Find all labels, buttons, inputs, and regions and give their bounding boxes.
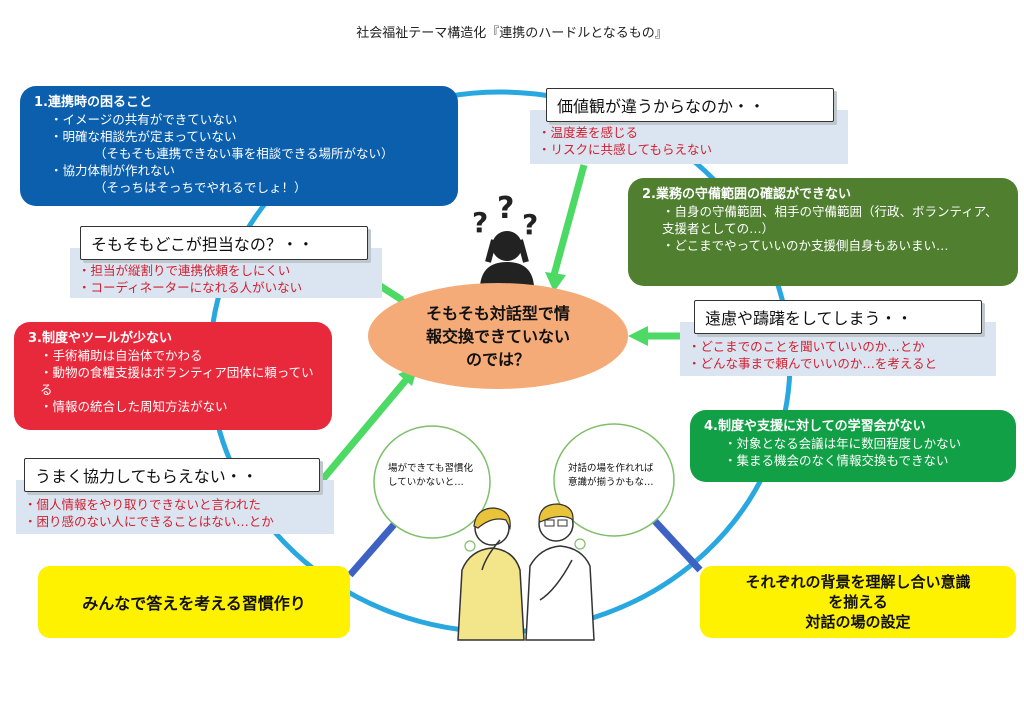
cooperation-question-box: うまく協力してもらえない・・ — [24, 458, 320, 492]
study-heading: 4.制度や支援に対しての学習会がない — [704, 419, 926, 434]
right-bubble-text: 対話の場を作れれば 意識が揃うかもな… — [568, 462, 664, 490]
tools-heading: 3.制度やツールが少ない — [28, 331, 172, 346]
scope-item: ・どこまでやっていいのか支援側自身もあいまい… — [662, 238, 949, 253]
left-bubble-line: 場ができても習慣化 — [388, 463, 474, 474]
thinking-man-icon — [525, 503, 595, 641]
difficulty-item: （そもそも連携できない事を相談できる場所がない） — [94, 146, 394, 161]
central-question: そもそも対話型で情 報交換できていない のでは？ — [368, 283, 628, 389]
svg-text:?: ? — [497, 191, 514, 226]
dialogue-solution-line: を揃える — [828, 593, 888, 611]
values-question-box: 価値観が違うからなのか・・ — [546, 88, 834, 122]
left-bubble-text: 場ができても習慣化 していかないと… — [388, 462, 480, 490]
svg-text:?: ? — [472, 206, 488, 239]
study-box: 4.制度や支援に対しての学習会がない ・対象となる会議は年に数回程度しかない ・… — [690, 410, 1016, 482]
cooperation-note: ・個人情報をやり取りできないと言われた — [24, 497, 261, 512]
hesitation-question-box: 遠慮や躊躇をしてしまう・・ — [694, 300, 982, 334]
central-question-line: のでは？ — [465, 349, 530, 369]
responsibility-note: ・コーディネーターになれる人がいない — [78, 280, 303, 295]
habit-solution-box: みんなで答えを考える習慣作り — [38, 566, 350, 638]
thinking-woman-icon — [457, 507, 525, 641]
responsibility-note: ・担当が縦割りで連携依頼をしにくい — [78, 263, 291, 278]
central-question-line: 報交換できていない — [425, 326, 570, 346]
difficulties-heading: 1.連携時の困ること — [34, 95, 152, 110]
difficulty-item: ・協力体制が作れない — [50, 163, 176, 178]
question-person-icon: ? ? ? — [472, 191, 538, 286]
left-bubble-line: していかないと… — [388, 477, 464, 488]
arrow-from-values — [545, 164, 588, 292]
study-item: ・集まる機会のなく情報交換もできない — [724, 453, 949, 468]
difficulty-item: ・明確な相談先が定まっていない — [50, 129, 237, 144]
values-note: ・リスクに共感してもらえない — [538, 142, 713, 157]
right-bubble-line: 意識が揃うかもな… — [568, 477, 654, 488]
thought-bubble-right — [553, 423, 675, 562]
dialogue-solution-line: 対話の場の設定 — [805, 613, 911, 631]
svg-text:?: ? — [522, 208, 538, 241]
cooperation-note: ・困り感のない人にできることはない…とか — [24, 514, 274, 529]
scope-box: 2.業務の守備範囲の確認ができない ・自身の守備範囲、相手の守備範囲（行政、ボラ… — [628, 178, 1018, 286]
tools-box: 3.制度やツールが少ない ・手術補助は自治体でかわる ・動物の食糧支援はボランテ… — [14, 322, 332, 430]
tools-item: ・情報の統合した周知方法がない — [40, 399, 228, 414]
scope-item: ・自身の守備範囲、相手の守備範囲（行政、ボランティア、支援者としての…） — [662, 204, 998, 236]
dialogue-solution-box: それぞれの背景を理解し合い意識 を揃える 対話の場の設定 — [700, 566, 1016, 638]
difficulties-box: 1.連携時の困ること ・イメージの共有ができていない ・明確な相談先が定まってい… — [20, 86, 458, 206]
central-question-line: そもそも対話型で情 — [426, 303, 570, 323]
hesitation-note: ・どこまでのことを聞いていいのか…とか — [688, 339, 925, 354]
dialogue-solution-line: それぞれの背景を理解し合い意識 — [745, 573, 971, 591]
tools-item: ・手術補助は自治体でかわる — [40, 348, 203, 363]
right-bubble-line: 対話の場を作れれば — [568, 463, 654, 474]
thought-bubble-left — [373, 425, 491, 564]
study-item: ・対象となる会議は年に数回程度しかない — [724, 436, 962, 451]
hesitation-note: ・どんな事まで頼んでいいのか…を考えると — [688, 356, 938, 371]
values-note: ・温度差を感じる — [538, 125, 639, 140]
difficulty-item: （そっちはそっちでやれるでしょ！） — [94, 180, 307, 195]
responsibility-question-box: そもそもどこが担当なの？・・ — [80, 226, 368, 260]
difficulty-item: ・イメージの共有ができていない — [50, 112, 238, 127]
tools-item: ・動物の食糧支援はボランティア団体に頼っている — [40, 365, 314, 397]
scope-heading: 2.業務の守備範囲の確認ができない — [642, 187, 851, 202]
page-title: 社会福祉テーマ構造化『連携のハードルとなるもの』 — [356, 26, 668, 41]
